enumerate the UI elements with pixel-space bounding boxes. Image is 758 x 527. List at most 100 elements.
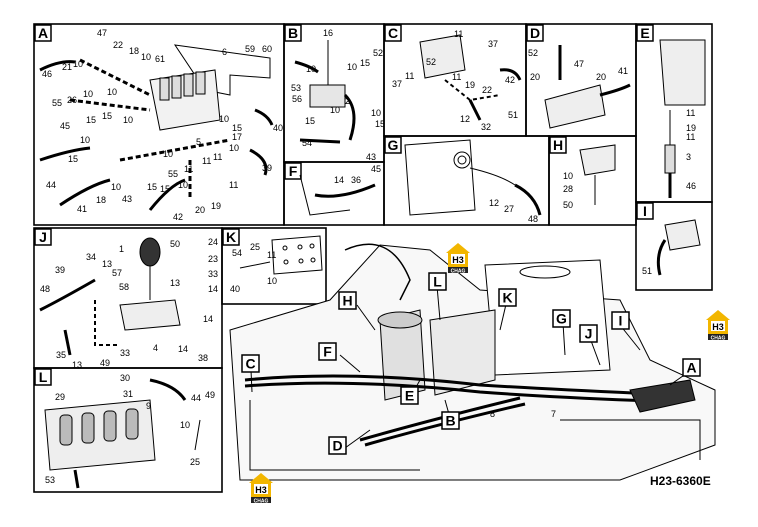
part-number-label: 24 [208,237,218,247]
part-number-label: 57 [112,268,122,278]
svg-text:J: J [585,326,593,342]
part-number-label: 14 [178,344,188,354]
svg-text:G: G [556,311,567,327]
panel-tag-c: C [384,24,402,42]
part-number-label: 17 [232,132,242,142]
part-number-label: 13 [102,259,112,269]
svg-text:C: C [388,25,398,41]
panel-c-illustration [419,34,522,121]
part-number-label: 61 [155,54,165,64]
callout-h: H [338,291,357,310]
part-number-label: 48 [528,214,538,224]
part-number-label: 43 [122,194,132,204]
part-number-label: 4 [153,343,158,353]
svg-text:CHAG: CHAG [451,269,466,275]
part-number-label: 5 [196,137,201,147]
part-number-label: 26 [67,95,77,105]
part-number-label: 16 [323,28,333,38]
part-number-label: 11 [229,180,238,190]
part-number-label: 20 [596,72,606,82]
main-part-number: 7 [551,409,556,419]
panel-a-illustration [39,44,274,211]
part-number-label: 49 [205,390,215,400]
part-number-label: 15 [68,154,78,164]
part-number-label: 53 [291,83,301,93]
part-number-label: 10 [107,87,117,97]
part-number-label: 40 [230,284,240,294]
svg-text:D: D [530,25,540,41]
part-number-label: 15 [375,119,385,129]
part-number-label: 33 [120,348,130,358]
panel-tag-j: J [34,228,52,246]
panel-tag-h: H [549,136,567,154]
svg-text:H3: H3 [452,255,464,265]
panel-tag-i: I [636,202,654,220]
part-number-label: 21 [62,62,72,72]
part-number-label: 9 [146,401,151,411]
svg-text:K: K [226,229,236,245]
callout-a: A [682,358,701,377]
part-number-label: 33 [208,269,218,279]
part-number-label: 60 [262,44,272,54]
part-number-label: 28 [563,184,573,194]
part-number-label: 1 [119,244,124,254]
part-number-label: 23 [208,254,218,264]
part-number-label: 44 [46,180,56,190]
callout-b: B [441,411,460,430]
callout-k: K [498,288,517,307]
callout-j: J [579,324,598,343]
part-number-label: 51 [642,266,652,276]
part-number-label: 22 [113,40,123,50]
part-number-label: 45 [60,121,70,131]
part-number-label: 10 [347,62,357,72]
svg-text:A: A [686,360,696,376]
panel-tag-g: G [384,136,402,154]
part-number-label: 11 [184,164,193,174]
part-number-label: 32 [481,122,491,132]
part-number-label: 14 [334,175,344,185]
svg-text:CHAG: CHAG [254,499,269,505]
callout-c: C [241,354,260,373]
part-number-label: 34 [86,252,96,262]
panel-d-illustration [544,45,631,129]
part-number-label: 50 [170,239,180,249]
svg-text:L: L [39,369,48,385]
excavator-upper-structure [229,243,716,481]
part-number-label: 19 [211,201,221,211]
panel-i-frame [635,201,713,291]
part-number-label: 47 [574,59,584,69]
svg-text:I: I [619,313,623,329]
svg-text:K: K [502,290,512,306]
part-number-label: 37 [392,79,402,89]
part-number-label: 19 [686,123,696,133]
panel-f-illustration [299,174,376,216]
part-number-label: 27 [504,204,514,214]
callout-l: L [428,272,447,291]
part-number-label: 45 [371,164,381,174]
panel-l-frame [33,367,223,493]
svg-text:E: E [640,25,649,41]
part-number-label: 29 [55,392,65,402]
panel-tag-a: A [34,24,52,42]
panel-j-illustration [39,237,181,356]
svg-text:C: C [245,356,255,372]
part-number-label: 15 [160,184,170,194]
part-number-label: 25 [190,457,200,467]
part-number-label: 10 [180,420,190,430]
part-number-label: 10 [371,108,381,118]
svg-text:H: H [553,137,563,153]
part-number-label: 25 [250,242,260,252]
part-number-label: 41 [618,66,628,76]
panel-i-illustration [656,219,701,276]
part-number-label: 10 [80,135,90,145]
panel-b-illustration [294,40,356,144]
part-number-label: 10 [267,276,277,286]
part-number-label: 10 [141,52,151,62]
part-number-label: 48 [40,284,50,294]
svg-text:E: E [405,388,414,404]
panel-h-illustration [579,144,616,205]
part-number-label: 15 [232,123,242,133]
